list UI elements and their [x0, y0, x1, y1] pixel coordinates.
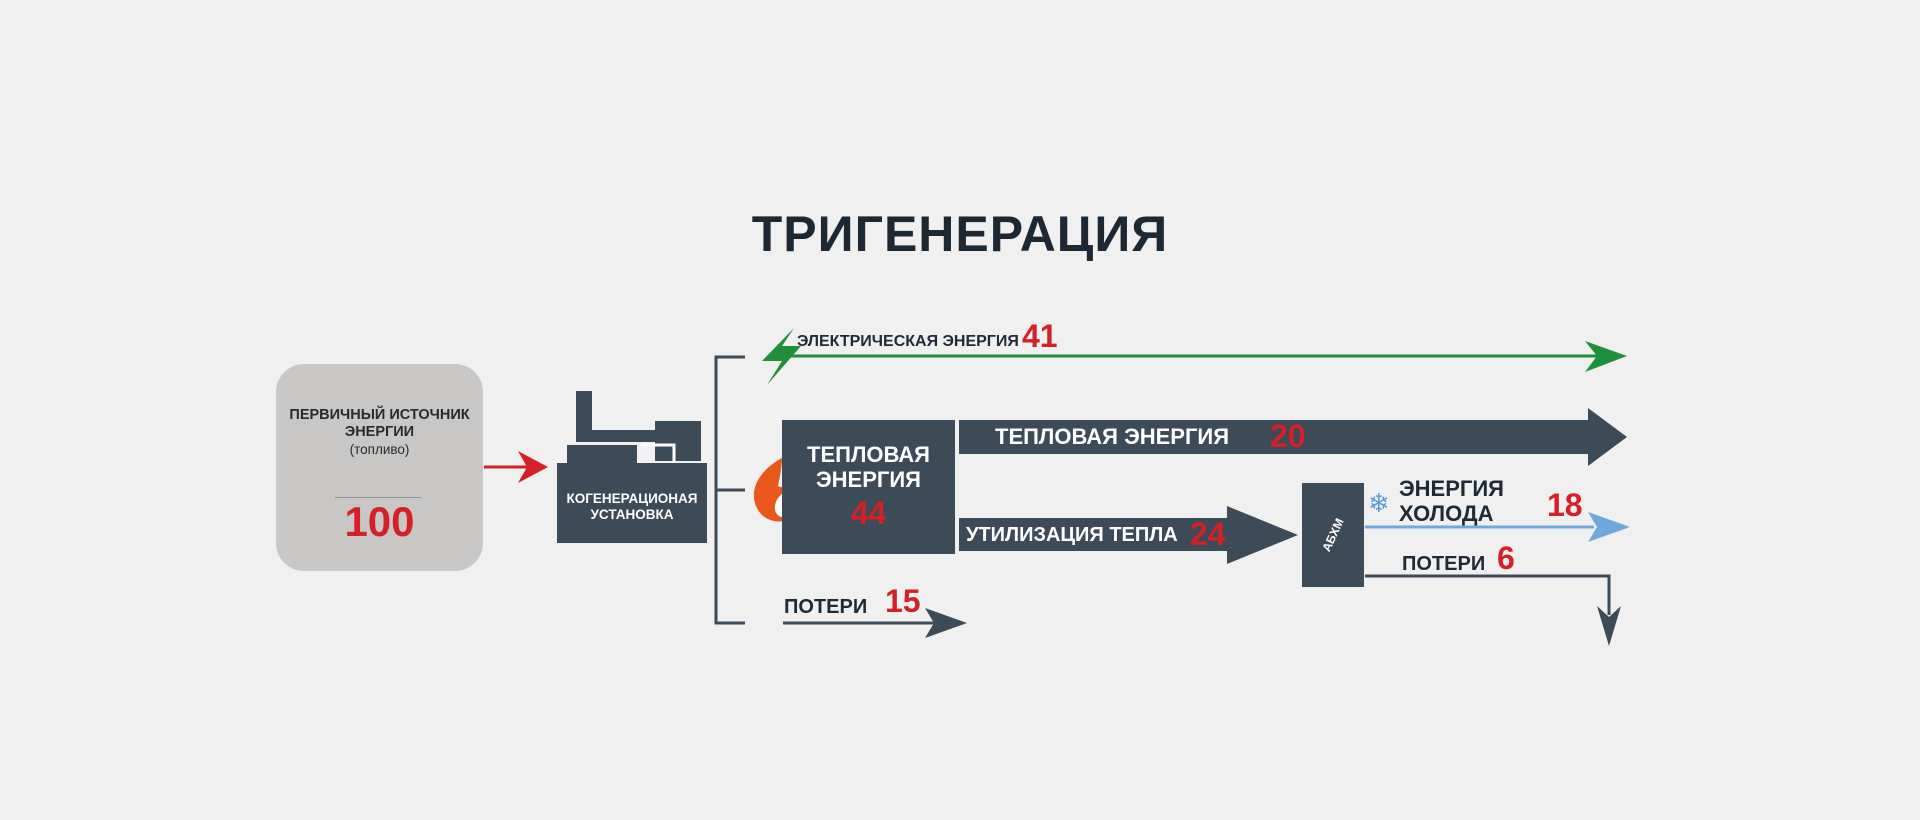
- source-divider: [335, 497, 421, 498]
- diagram-title: ТРИГЕНЕРАЦИЯ: [751, 206, 1169, 262]
- snowflake-icon: ❄: [1368, 488, 1390, 518]
- source-value: 100: [344, 498, 415, 545]
- absorber-loss-value: 6: [1497, 540, 1515, 576]
- lightning-icon: [762, 328, 801, 385]
- heat-value: 44: [850, 495, 887, 531]
- distribution-bracket: [714, 355, 745, 625]
- plant-loss-label: ПОТЕРИ: [784, 596, 868, 618]
- cold-arrow: [1365, 512, 1630, 542]
- utilization-arrow: [959, 506, 1298, 564]
- input-arrow: [484, 451, 548, 483]
- absorber-loss-label: ПОТЕРИ: [1402, 553, 1486, 575]
- heat-label: ТЕПЛОВАЯ ЭНЕРГИЯ: [807, 442, 930, 492]
- source-box: [276, 364, 483, 571]
- heat-out-value: 20: [1270, 418, 1306, 454]
- heat-box: [782, 420, 955, 554]
- electric-arrow: [790, 341, 1627, 372]
- factory-icon: [557, 391, 707, 543]
- cold-label: ЭНЕРГИЯ ХОЛОДА: [1399, 476, 1504, 526]
- factory-window: [641, 443, 676, 463]
- heat-out-arrow: [959, 408, 1627, 466]
- absorber-box: [1302, 483, 1364, 587]
- source-label: ПЕРВИЧНЫЙ ИСТОЧНИК ЭНЕРГИИ: [289, 407, 470, 440]
- utilization-value: 24: [1190, 516, 1226, 552]
- cold-value: 18: [1547, 487, 1583, 523]
- plant-loss-arrow: [783, 608, 967, 638]
- absorber-loss-arrow: [1365, 574, 1621, 646]
- source-sublabel: (топливо): [349, 442, 410, 457]
- plant-loss-value: 15: [885, 583, 921, 619]
- electric-label: ЭЛЕКТРИЧЕСКАЯ ЭНЕРГИЯ: [797, 333, 1019, 350]
- electric-value: 41: [1022, 318, 1058, 354]
- utilization-label: УТИЛИЗАЦИЯ ТЕПЛА: [966, 524, 1178, 546]
- heat-out-label: ТЕПЛОВАЯ ЭНЕРГИЯ: [995, 424, 1230, 449]
- plant-label: КОГЕНЕРАЦИОНАЯ УСТАНОВКА: [566, 491, 698, 522]
